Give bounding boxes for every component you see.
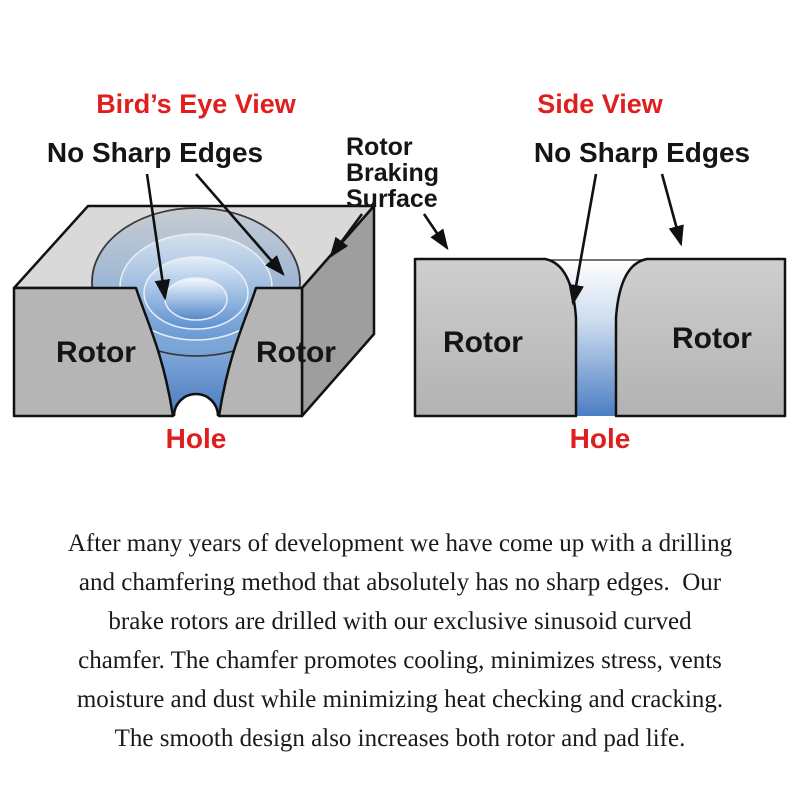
arrow-no-sharp-left-1	[145, 173, 171, 301]
no-sharp-edges-label-right: No Sharp Edges	[534, 137, 750, 168]
arrow-no-sharp-right-1	[568, 173, 598, 306]
paragraph-line: and chamfering method that absolutely ha…	[78, 569, 722, 596]
description-paragraph: After many years of development we have …	[0, 524, 800, 758]
arrow-braking-surface-right	[422, 213, 449, 251]
rotor-label-birdseye-right: Rotor	[256, 336, 336, 369]
rotor-braking-surface-line2: Braking	[346, 159, 439, 187]
rotor-diagram: Bird’s Eye View Side View No Sharp Edges…	[12, 89, 787, 454]
birdseye-front-right	[217, 286, 304, 418]
arrow-no-sharp-right-2	[660, 173, 684, 247]
paragraph-line: The smooth design also increases both ro…	[114, 725, 686, 752]
paragraph-line: brake rotors are drilled with our exclus…	[108, 608, 692, 635]
paragraph-line: After many years of development we have …	[67, 530, 733, 557]
arrow-braking-surface-left	[329, 213, 364, 259]
chamfer-ring-4	[164, 277, 228, 321]
rotor-label-side-left: Rotor	[443, 326, 523, 359]
paragraph-line: moisture and dust while minimizing heat …	[76, 686, 724, 713]
birds-eye-view-title: Bird’s Eye View	[96, 89, 297, 119]
arrow-no-sharp-left-2	[195, 173, 285, 276]
sideview-right-block	[614, 257, 787, 418]
no-sharp-edges-label-left: No Sharp Edges	[47, 137, 263, 168]
rotor-label-birdseye-left: Rotor	[56, 336, 136, 369]
paragraph-line: chamfer. The chamfer promotes cooling, m…	[78, 647, 722, 674]
rotor-braking-surface-line1: Rotor	[346, 133, 413, 161]
side-view-title: Side View	[537, 89, 664, 119]
hole-label-birdseye: Hole	[166, 423, 227, 454]
hole-notch	[172, 392, 220, 417]
rotor-braking-surface-line3: Surface	[346, 185, 438, 213]
hole-label-side: Hole	[570, 423, 631, 454]
rotor-label-side-right: Rotor	[672, 322, 752, 355]
